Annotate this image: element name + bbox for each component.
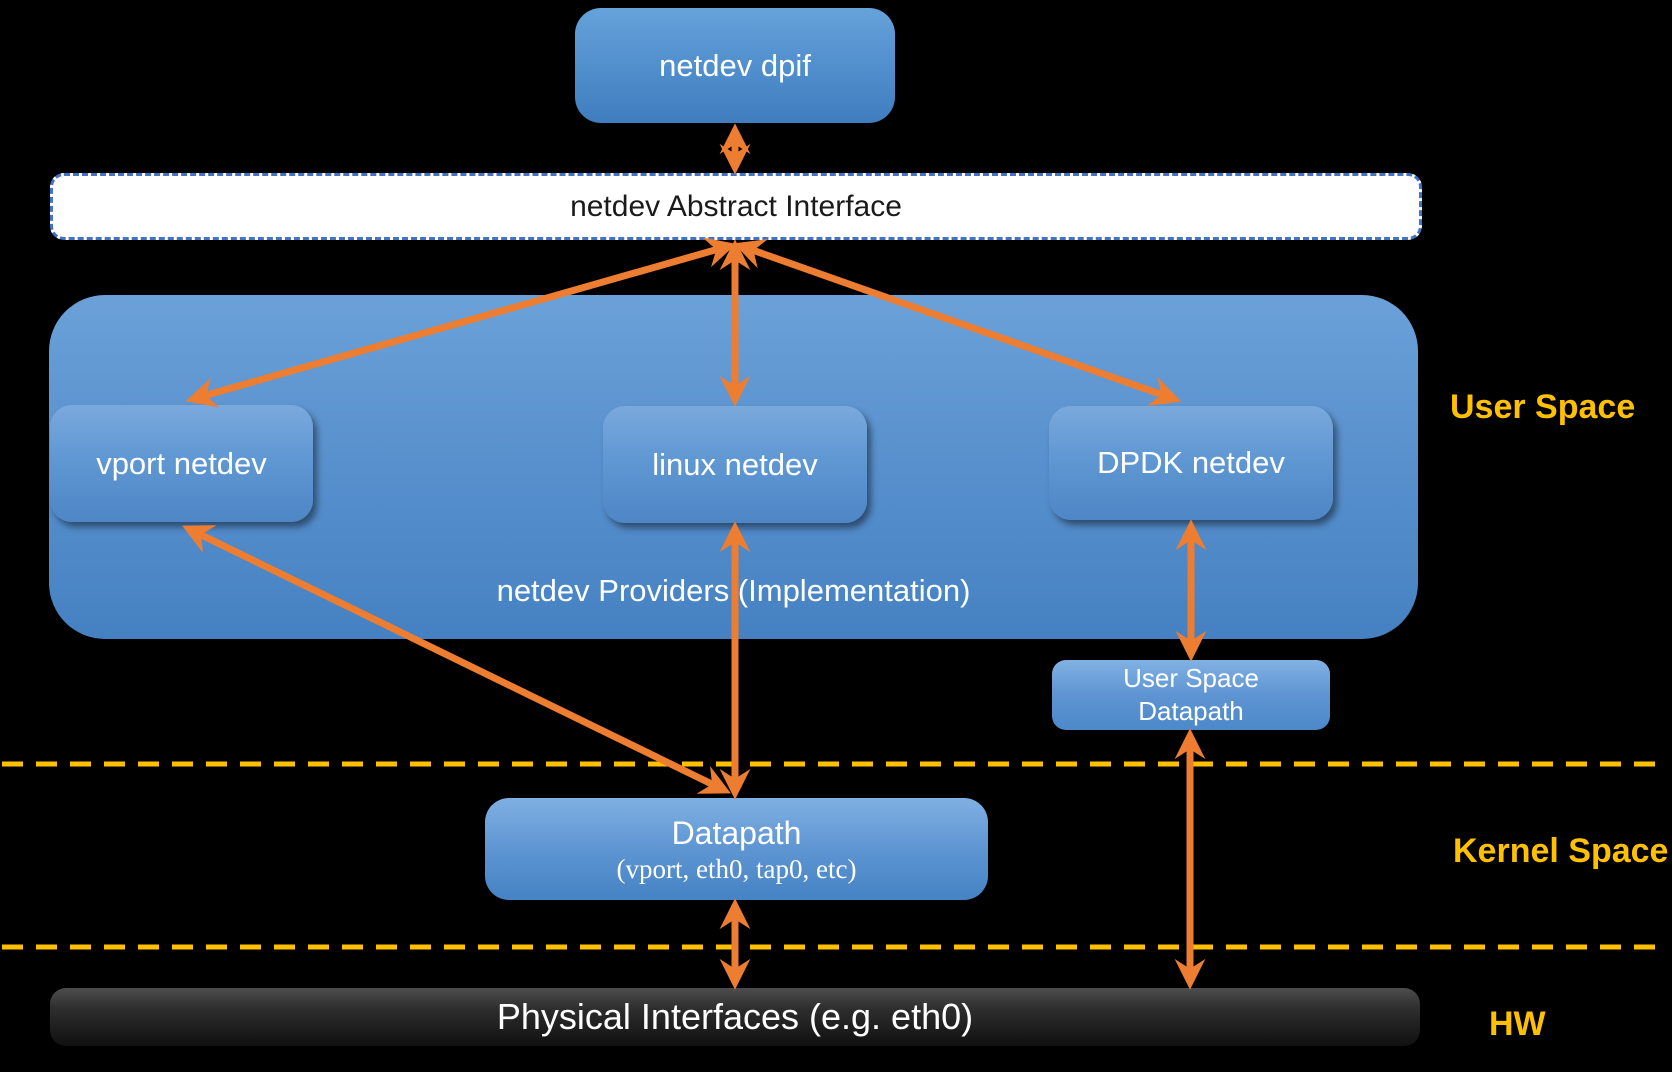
datapath-title: Datapath: [671, 815, 802, 851]
netdev-abstract-interface-label: netdev Abstract Interface: [570, 189, 902, 223]
netdev-providers-caption: netdev Providers (Implementation): [496, 573, 971, 608]
physical-interfaces-label: Physical Interfaces (e.g. eth0): [496, 996, 974, 1037]
physical-interfaces-bar: Physical Interfaces (e.g. eth0): [50, 988, 1420, 1046]
vport-netdev-node: vport netdev: [50, 405, 313, 522]
dpdk-netdev-label: DPDK netdev: [1097, 445, 1285, 480]
zone-label-hw: HW: [1489, 1005, 1546, 1043]
user-space-datapath-line2: Datapath: [1138, 696, 1244, 726]
user-space-datapath-node: User Space Datapath: [1052, 660, 1330, 730]
datapath-node: Datapath (vport, eth0, tap0, etc): [485, 798, 988, 900]
zone-label-kernel-space: Kernel Space: [1453, 832, 1669, 870]
zone-label-user-space: User Space: [1450, 388, 1636, 426]
netdev-dpif-node: netdev dpif: [575, 8, 895, 123]
dpdk-netdev-node: DPDK netdev: [1049, 406, 1333, 520]
vport-netdev-label: vport netdev: [96, 445, 267, 481]
netdev-abstract-interface-bar: netdev Abstract Interface: [50, 173, 1422, 240]
linux-netdev-label: linux netdev: [652, 446, 818, 482]
datapath-subtitle: (vport, eth0, tap0, etc): [616, 854, 857, 884]
user-space-datapath-line1: User Space: [1123, 663, 1259, 693]
linux-netdev-node: linux netdev: [603, 406, 867, 523]
netdev-dpif-label: netdev dpif: [659, 47, 811, 83]
